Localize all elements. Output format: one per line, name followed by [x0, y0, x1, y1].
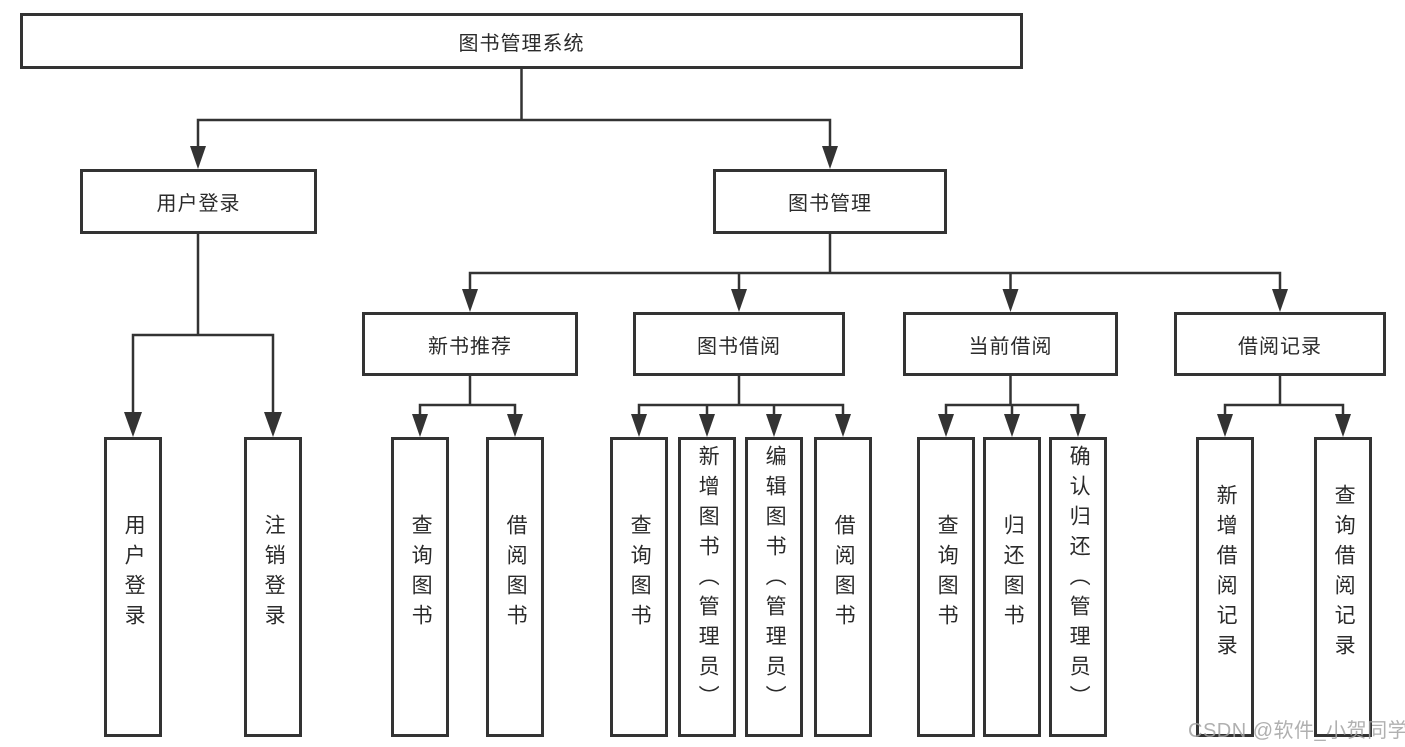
leaf-edit-book-admin-label: 编辑图书（管理员） [763, 445, 787, 715]
leaf-confirm-return-admin: 确认归还（管理员） [1049, 437, 1107, 737]
node-current-borrowing: 当前借阅 [903, 312, 1118, 376]
node-new-book-recommendation: 新书推荐 [362, 312, 578, 376]
leaf-query-books-recommend: 查询图书 [391, 437, 449, 737]
leaf-query-books-recommend-label: 查询图书 [409, 514, 433, 634]
leaf-borrow-books-borrowing: 借阅图书 [814, 437, 872, 737]
node-current-borrowing-label: 当前借阅 [968, 335, 1053, 358]
node-user-login: 用户登录 [80, 169, 317, 234]
node-book-borrowing: 图书借阅 [633, 312, 845, 376]
leaf-add-book-admin-label: 新增图书（管理员） [696, 445, 720, 715]
node-borrowing-records: 借阅记录 [1174, 312, 1386, 376]
leaf-query-borrow-record-label: 查询借阅记录 [1332, 484, 1356, 664]
leaf-user-login: 用户登录 [104, 437, 162, 737]
node-user-login-label: 用户登录 [156, 193, 241, 215]
node-book-management: 图书管理 [713, 169, 947, 234]
leaf-logout-label: 注销登录 [262, 514, 286, 634]
leaf-logout: 注销登录 [244, 437, 302, 737]
leaf-confirm-return-admin-label: 确认归还（管理员） [1067, 445, 1091, 715]
node-new-book-recommendation-label: 新书推荐 [428, 335, 512, 358]
node-book-management-label: 图书管理 [788, 193, 872, 215]
leaf-edit-book-admin: 编辑图书（管理员） [745, 437, 803, 737]
leaf-add-borrow-record: 新增借阅记录 [1196, 437, 1254, 737]
leaf-user-login-label: 用户登录 [122, 514, 146, 634]
leaf-query-books-current-label: 查询图书 [935, 514, 959, 634]
leaf-return-books-label: 归还图书 [1001, 514, 1025, 634]
leaf-borrow-books-recommend-label: 借阅图书 [504, 514, 528, 634]
leaf-borrow-books-recommend: 借阅图书 [486, 437, 544, 737]
leaf-query-borrow-record: 查询借阅记录 [1314, 437, 1372, 737]
node-book-borrowing-label: 图书借阅 [697, 335, 781, 358]
leaf-return-books: 归还图书 [983, 437, 1041, 737]
leaf-query-books-borrowing-label: 查询图书 [628, 514, 652, 634]
node-root-label: 图书管理系统 [458, 32, 585, 55]
leaf-query-books-current: 查询图书 [917, 437, 975, 737]
node-root: 图书管理系统 [20, 13, 1023, 69]
watermark-text: CSDN @软件_小贺同学 [1188, 720, 1405, 742]
leaf-query-books-borrowing: 查询图书 [610, 437, 668, 737]
leaf-add-book-admin: 新增图书（管理员） [678, 437, 736, 737]
leaf-borrow-books-borrowing-label: 借阅图书 [832, 514, 856, 634]
leaf-add-borrow-record-label: 新增借阅记录 [1214, 484, 1238, 664]
node-borrowing-records-label: 借阅记录 [1238, 335, 1322, 358]
